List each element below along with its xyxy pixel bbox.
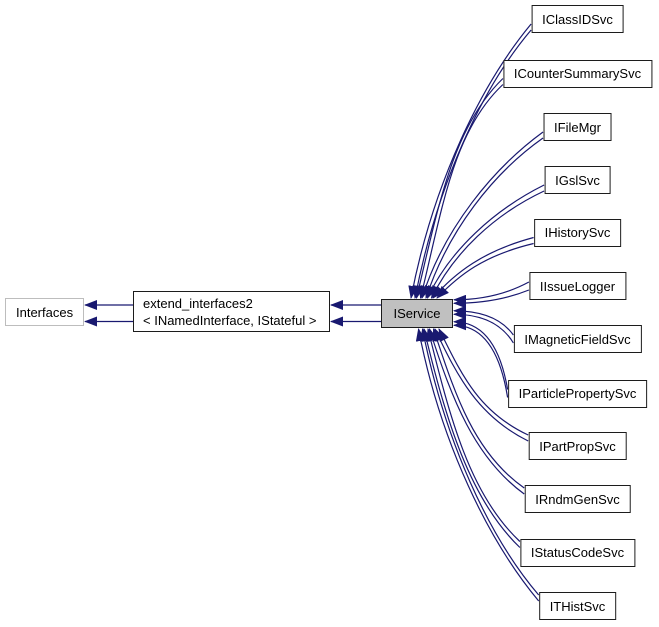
node-igslsvc[interactable]: IGslSvc bbox=[544, 166, 611, 194]
inheritance-edge bbox=[418, 84, 504, 299]
inheritance-edge bbox=[421, 328, 521, 548]
node-iservice[interactable]: IService bbox=[381, 299, 453, 328]
node-irndmgensvc[interactable]: IRndmGenSvc bbox=[524, 485, 631, 513]
inheritance-edge bbox=[408, 23, 532, 299]
inheritance-edge bbox=[419, 328, 540, 596]
inheritance-edge bbox=[453, 289, 530, 309]
node-iparticlepropertysvc[interactable]: IParticlePropertySvc bbox=[507, 379, 648, 408]
extend-interfaces2-label-line1: extend_interfaces2 bbox=[143, 295, 253, 311]
node-ifilemgr[interactable]: IFileMgr bbox=[543, 113, 612, 141]
node-iclassidsvc[interactable]: IClassIDSvc bbox=[531, 5, 624, 33]
inheritance-edge bbox=[430, 190, 545, 299]
inheritance-edge bbox=[453, 309, 514, 344]
inheritance-edge bbox=[414, 78, 504, 299]
node-interfaces[interactable]: Interfaces bbox=[5, 298, 85, 326]
inheritance-edge bbox=[434, 328, 529, 442]
inheritance-edge bbox=[453, 281, 530, 305]
node-istatuscodesvc[interactable]: IStatusCodeSvc bbox=[519, 538, 636, 567]
node-ihistorysvc[interactable]: IHistorySvc bbox=[533, 218, 622, 247]
inheritance-edge bbox=[426, 184, 545, 299]
inheritance-edge bbox=[420, 131, 544, 299]
inheritance-edge bbox=[426, 328, 521, 542]
node-ipartpropsvc[interactable]: IPartPropSvc bbox=[528, 432, 627, 460]
inheritance-edge bbox=[436, 242, 534, 299]
inheritance-edge bbox=[438, 328, 529, 436]
inheritance-edge bbox=[424, 137, 544, 299]
node-extend-interfaces2[interactable]: extend_interfaces2 < INamedInterface, IS… bbox=[133, 291, 330, 332]
inheritance-edge bbox=[432, 328, 525, 489]
inheritance-edge bbox=[415, 328, 540, 602]
inheritance-edge bbox=[453, 320, 509, 398]
node-imagneticfieldsvc[interactable]: IMagneticFieldSvc bbox=[513, 325, 642, 353]
node-ithistsvc[interactable]: ITHistSvc bbox=[538, 592, 617, 620]
node-icountersummarysvc[interactable]: ICounterSummarySvc bbox=[502, 59, 653, 88]
inheritance-edge bbox=[428, 328, 525, 495]
node-iissuelogger[interactable]: IIssueLogger bbox=[528, 272, 627, 300]
extend-interfaces2-label-line2: < INamedInterface, IStateful > bbox=[143, 312, 317, 328]
